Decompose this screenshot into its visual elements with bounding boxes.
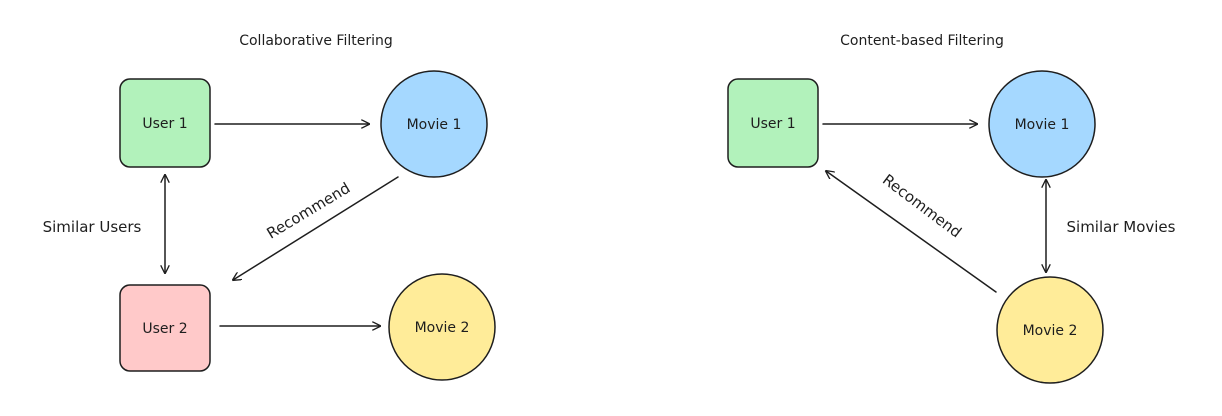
movie2-label: Movie 2	[415, 320, 470, 336]
user1-box	[119, 78, 211, 168]
user2-node[interactable]: User 2	[119, 284, 211, 372]
user2-box	[119, 284, 211, 372]
movie1-label: Movie 1	[407, 117, 462, 133]
recommend-label: Recommend	[879, 171, 965, 242]
similar-movies-label: Similar Movies	[1067, 218, 1176, 236]
content-based-filtering-diagram: Content-based Filtering User 1 Movie 1 M…	[727, 33, 1176, 384]
similar-users-label: Similar Users	[43, 218, 142, 236]
movie2-node[interactable]: Movie 2	[388, 273, 496, 381]
user1-label: User 1	[142, 116, 187, 132]
movie1-circle	[380, 70, 488, 178]
movie1-node[interactable]: Movie 1	[380, 70, 488, 178]
movie2-circle	[996, 276, 1104, 384]
user1-node[interactable]: User 1	[727, 78, 819, 168]
movie1-label: Movie 1	[1015, 117, 1070, 133]
user1-node[interactable]: User 1	[119, 78, 211, 168]
movie1-node[interactable]: Movie 1	[988, 70, 1096, 178]
collaborative-filtering-diagram: Collaborative Filtering User 1 Movie 1 U…	[43, 33, 496, 381]
user1-label: User 1	[750, 116, 795, 132]
diagram-title: Content-based Filtering	[840, 33, 1004, 49]
edge-recommend	[233, 176, 399, 280]
edge-recommend	[826, 171, 997, 293]
user2-label: User 2	[142, 321, 187, 337]
movie2-circle	[388, 273, 496, 381]
movie2-label: Movie 2	[1023, 323, 1078, 339]
movie1-circle	[988, 70, 1096, 178]
user1-box	[727, 78, 819, 168]
diagram-title: Collaborative Filtering	[239, 33, 393, 49]
movie2-node[interactable]: Movie 2	[996, 276, 1104, 384]
